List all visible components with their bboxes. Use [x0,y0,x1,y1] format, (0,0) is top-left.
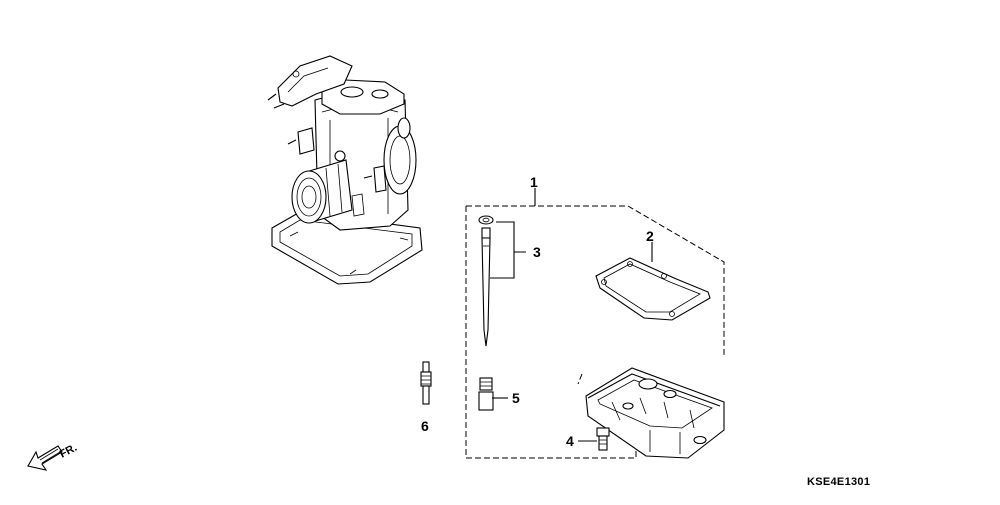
diagram-code: KSE4E1301 [807,476,870,488]
front-direction-label: FR. [58,442,79,461]
part-4-drain-screw-illustration [596,427,610,451]
callout-5: 5 [512,390,520,406]
part-3-jet-needle-illustration [478,215,494,347]
callout-1: 1 [530,174,538,190]
callout-4: 4 [566,433,574,449]
float-bowl-illustration [585,367,725,459]
arrow-down-left-icon [27,445,63,471]
callout-6: 6 [421,418,429,434]
callout-2: 2 [646,228,654,244]
part-6-screw-illustration [420,361,432,405]
callout-3: 3 [533,244,541,260]
leader-lines [490,188,653,442]
front-direction-marker: FR. [27,442,79,471]
part-5-needle-jet-illustration [478,377,494,411]
carburetor-assembly-illustration [267,55,423,285]
part-2-gasket-illustration [595,257,711,321]
